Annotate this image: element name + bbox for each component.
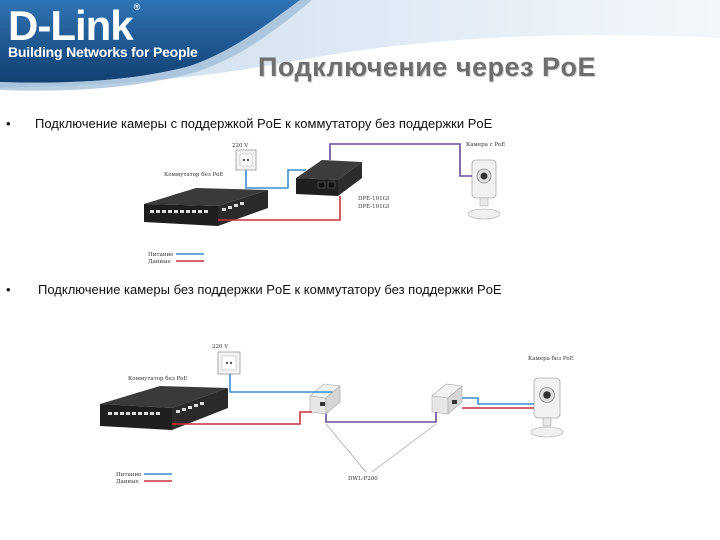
camera-icon	[530, 377, 564, 438]
outlet-label: 220 V	[212, 344, 229, 350]
bullet-item-1: • Подключение камеры с поддержкой PoE к …	[0, 116, 720, 134]
network-switch-icon	[100, 386, 228, 430]
poe-camera-icon	[467, 159, 501, 220]
bullet-marker: •	[6, 116, 11, 131]
legend-data-label: Данные	[116, 479, 139, 485]
switch-label: Коммутатор без PoE	[164, 171, 223, 178]
registered-mark: ®	[133, 2, 141, 12]
poe-cable-line	[325, 412, 437, 423]
leader-line-left	[325, 423, 367, 473]
data-cable-line	[218, 196, 341, 221]
bullet-item-2: • Подключение камеры без поддержки PoE к…	[0, 282, 720, 300]
legend-data-label: Данные	[148, 259, 171, 265]
power-outlet-icon	[235, 149, 257, 171]
injector-label-2: DPE-101GI	[358, 204, 389, 210]
power-outlet-icon	[217, 351, 241, 375]
page-title: Подключение через PoE	[258, 52, 596, 82]
data-cable-line	[172, 411, 312, 425]
poe-injector-icon	[309, 383, 341, 415]
leader-line-right	[371, 423, 437, 473]
poe-injector-icon	[296, 160, 362, 196]
dlink-logo: D-Link®	[8, 2, 141, 50]
bullet-text: Подключение камеры без поддержки PoE к к…	[38, 282, 502, 297]
legend-diagram-1	[176, 253, 204, 262]
camera-power-line	[462, 397, 534, 405]
splitter-label: DWL-P200	[348, 476, 378, 482]
legend-power-label: Питание	[148, 252, 173, 258]
legend-power-label: Питание	[116, 472, 141, 478]
switch-label: Коммутатор без PoE	[128, 375, 187, 382]
bullet-marker: •	[6, 282, 11, 297]
logo-text: D-Link	[8, 2, 134, 49]
legend-diagram-2	[144, 473, 172, 482]
power-cable-line	[229, 374, 332, 393]
power-cable-line	[245, 169, 306, 189]
outlet-label: 220 V	[232, 143, 249, 149]
network-switch-icon	[144, 188, 268, 226]
header-banner: D-Link® Building Networks for People	[0, 0, 720, 100]
poe-cable-line	[329, 143, 472, 177]
bullet-text: Подключение камеры с поддержкой PoE к ко…	[35, 116, 493, 131]
poe-splitter-icon	[431, 383, 463, 415]
brand-tagline: Building Networks for People	[8, 44, 198, 60]
header-wave-graphic	[0, 0, 720, 91]
camera-label: Камера без PoE	[528, 355, 574, 362]
injector-label-1: DPE-101GI	[358, 196, 389, 202]
camera-label: Камера с PoE	[466, 142, 505, 148]
